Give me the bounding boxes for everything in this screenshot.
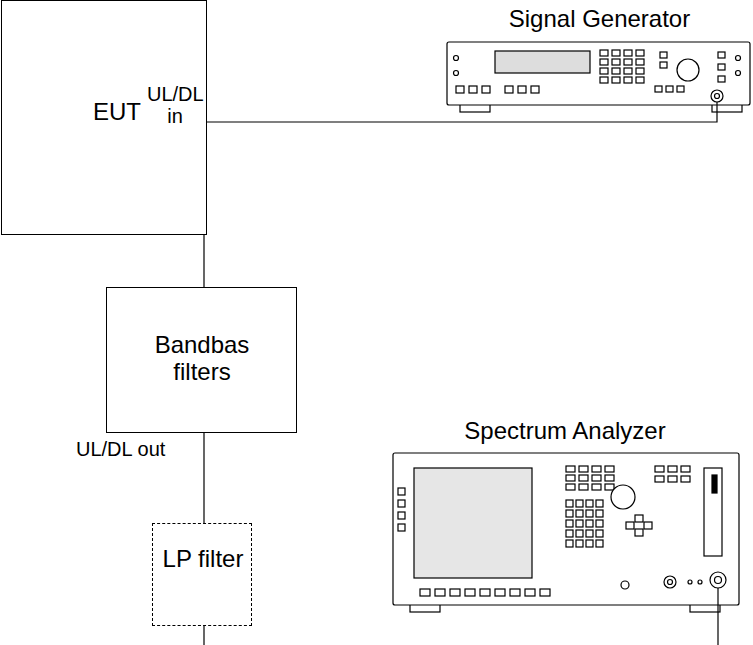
node-label: LP filter — [161, 546, 245, 573]
port-label: UL/DL in — [147, 83, 203, 128]
node-label: Bandbas filters — [147, 332, 257, 386]
process-box: LP filter — [152, 523, 252, 626]
signal-generator-symbol — [447, 42, 750, 113]
instrument: Signal Generator — [447, 2, 750, 113]
process-box: Bandbas filters — [106, 287, 297, 433]
cable-connector — [203, 235, 204, 287]
process-box: EUTUL/DL in — [1, 0, 207, 235]
spectrum-analyzer-symbol — [393, 453, 739, 612]
node-label: Spectrum Analyzer — [450, 418, 680, 445]
port-label: UL/DL out — [76, 438, 165, 460]
instrument: Spectrum Analyzer — [390, 418, 740, 451]
node-label: Signal Generator — [487, 6, 712, 33]
cable-connector — [203, 433, 204, 523]
cable-wires — [204, 588, 718, 645]
cable-connector — [207, 113, 717, 122]
